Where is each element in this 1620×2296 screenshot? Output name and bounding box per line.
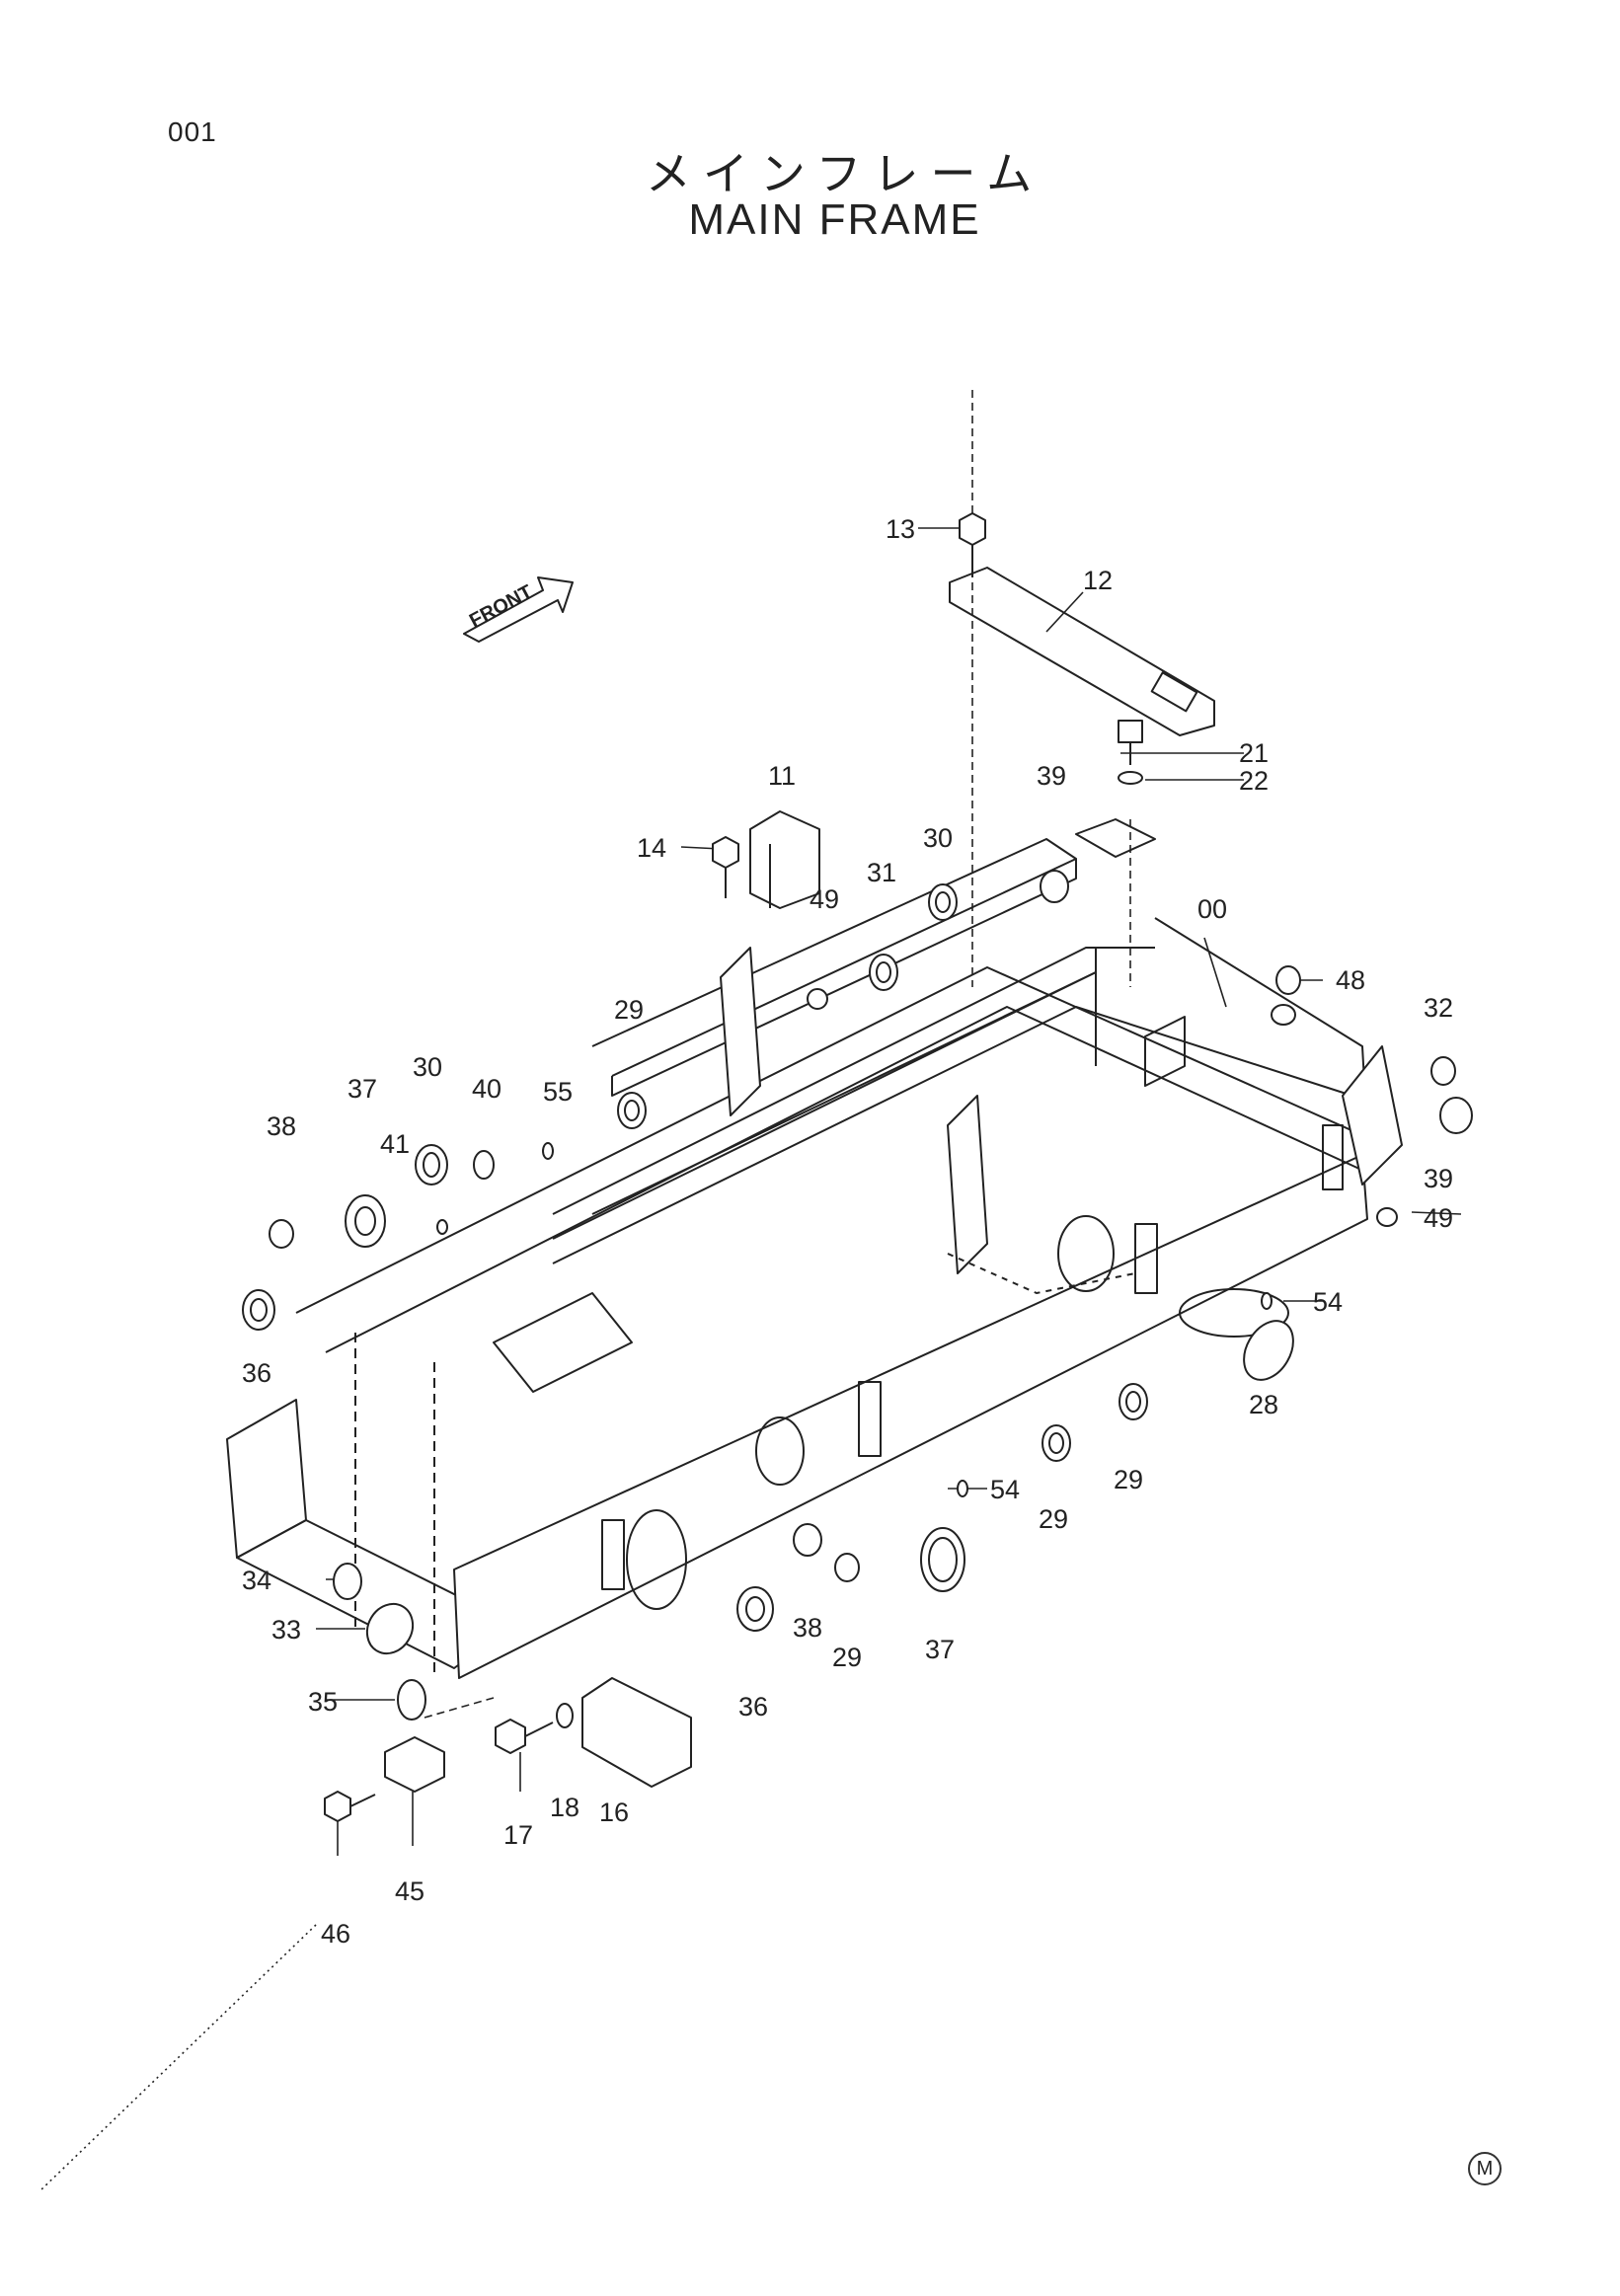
callout-39-right: 39	[1424, 1164, 1453, 1193]
callout-33: 33	[271, 1615, 301, 1645]
part-16-bracket	[581, 1677, 692, 1788]
callout-48: 48	[1336, 965, 1365, 995]
callout-16: 16	[599, 1798, 629, 1827]
part-plate	[1075, 818, 1156, 858]
part-11-bracket	[749, 810, 820, 909]
callout-54-right: 54	[1313, 1287, 1343, 1317]
main-frame-body	[226, 838, 1403, 1679]
callout-21: 21	[1239, 738, 1269, 768]
callout-45: 45	[395, 1876, 424, 1906]
callout-29-upper: 29	[614, 995, 644, 1025]
bolt-46	[324, 1791, 376, 1822]
front-arrow: FRONT	[463, 576, 574, 643]
callout-13: 13	[886, 514, 915, 544]
callout-17: 17	[503, 1820, 533, 1850]
bolt-21	[1118, 720, 1143, 765]
bolt-13	[959, 512, 986, 577]
callout-30-left: 30	[413, 1052, 442, 1082]
callout-38-bottom: 38	[793, 1613, 822, 1643]
callout-39-top: 39	[1037, 761, 1066, 791]
callout-31: 31	[867, 858, 896, 887]
callout-29-mid: 29	[1039, 1504, 1068, 1534]
callout-35: 35	[308, 1687, 338, 1717]
callout-49-right: 49	[1424, 1203, 1453, 1233]
washer-18	[556, 1703, 574, 1728]
callout-40: 40	[472, 1074, 501, 1104]
callout-32: 32	[1424, 993, 1453, 1023]
callout-11: 11	[768, 761, 796, 791]
callout-22: 22	[1239, 766, 1269, 796]
callout-28: 28	[1249, 1390, 1278, 1419]
callout-37-left: 37	[347, 1074, 377, 1104]
callout-37-bottom: 37	[925, 1635, 955, 1664]
part-45-bracket	[384, 1736, 445, 1793]
grommets	[242, 870, 1473, 1721]
callout-30-top: 30	[923, 823, 953, 853]
title-english: MAIN FRAME	[688, 195, 981, 244]
callout-29-bottom: 29	[832, 1643, 862, 1672]
callout-49-top: 49	[810, 884, 839, 914]
page-number: 001	[168, 116, 217, 147]
part-12-beam	[949, 567, 1215, 736]
callout-46: 46	[321, 1919, 350, 1949]
callout-54-mid: 54	[990, 1475, 1020, 1504]
callout-14: 14	[637, 833, 666, 863]
bolt-14	[712, 836, 739, 898]
washer-22	[1118, 771, 1143, 785]
title-japanese: メインフレーム	[645, 148, 1044, 199]
callout-36-bottom: 36	[738, 1692, 768, 1722]
callout-41: 41	[380, 1129, 410, 1159]
callout-38-left: 38	[267, 1111, 296, 1141]
callout-55: 55	[543, 1077, 573, 1107]
callout-labels: 13 12 21 22 11 39 14 30 31 49 00 48 32 2…	[242, 514, 1453, 1949]
callout-36-left: 36	[242, 1358, 271, 1388]
callout-12: 12	[1083, 566, 1113, 595]
corner-m-mark: M	[1468, 2152, 1502, 2185]
callout-34: 34	[242, 1566, 271, 1595]
callout-00: 00	[1197, 894, 1227, 924]
callout-29-right: 29	[1114, 1465, 1143, 1494]
bolt-17	[495, 1719, 554, 1754]
callout-18: 18	[550, 1793, 579, 1822]
